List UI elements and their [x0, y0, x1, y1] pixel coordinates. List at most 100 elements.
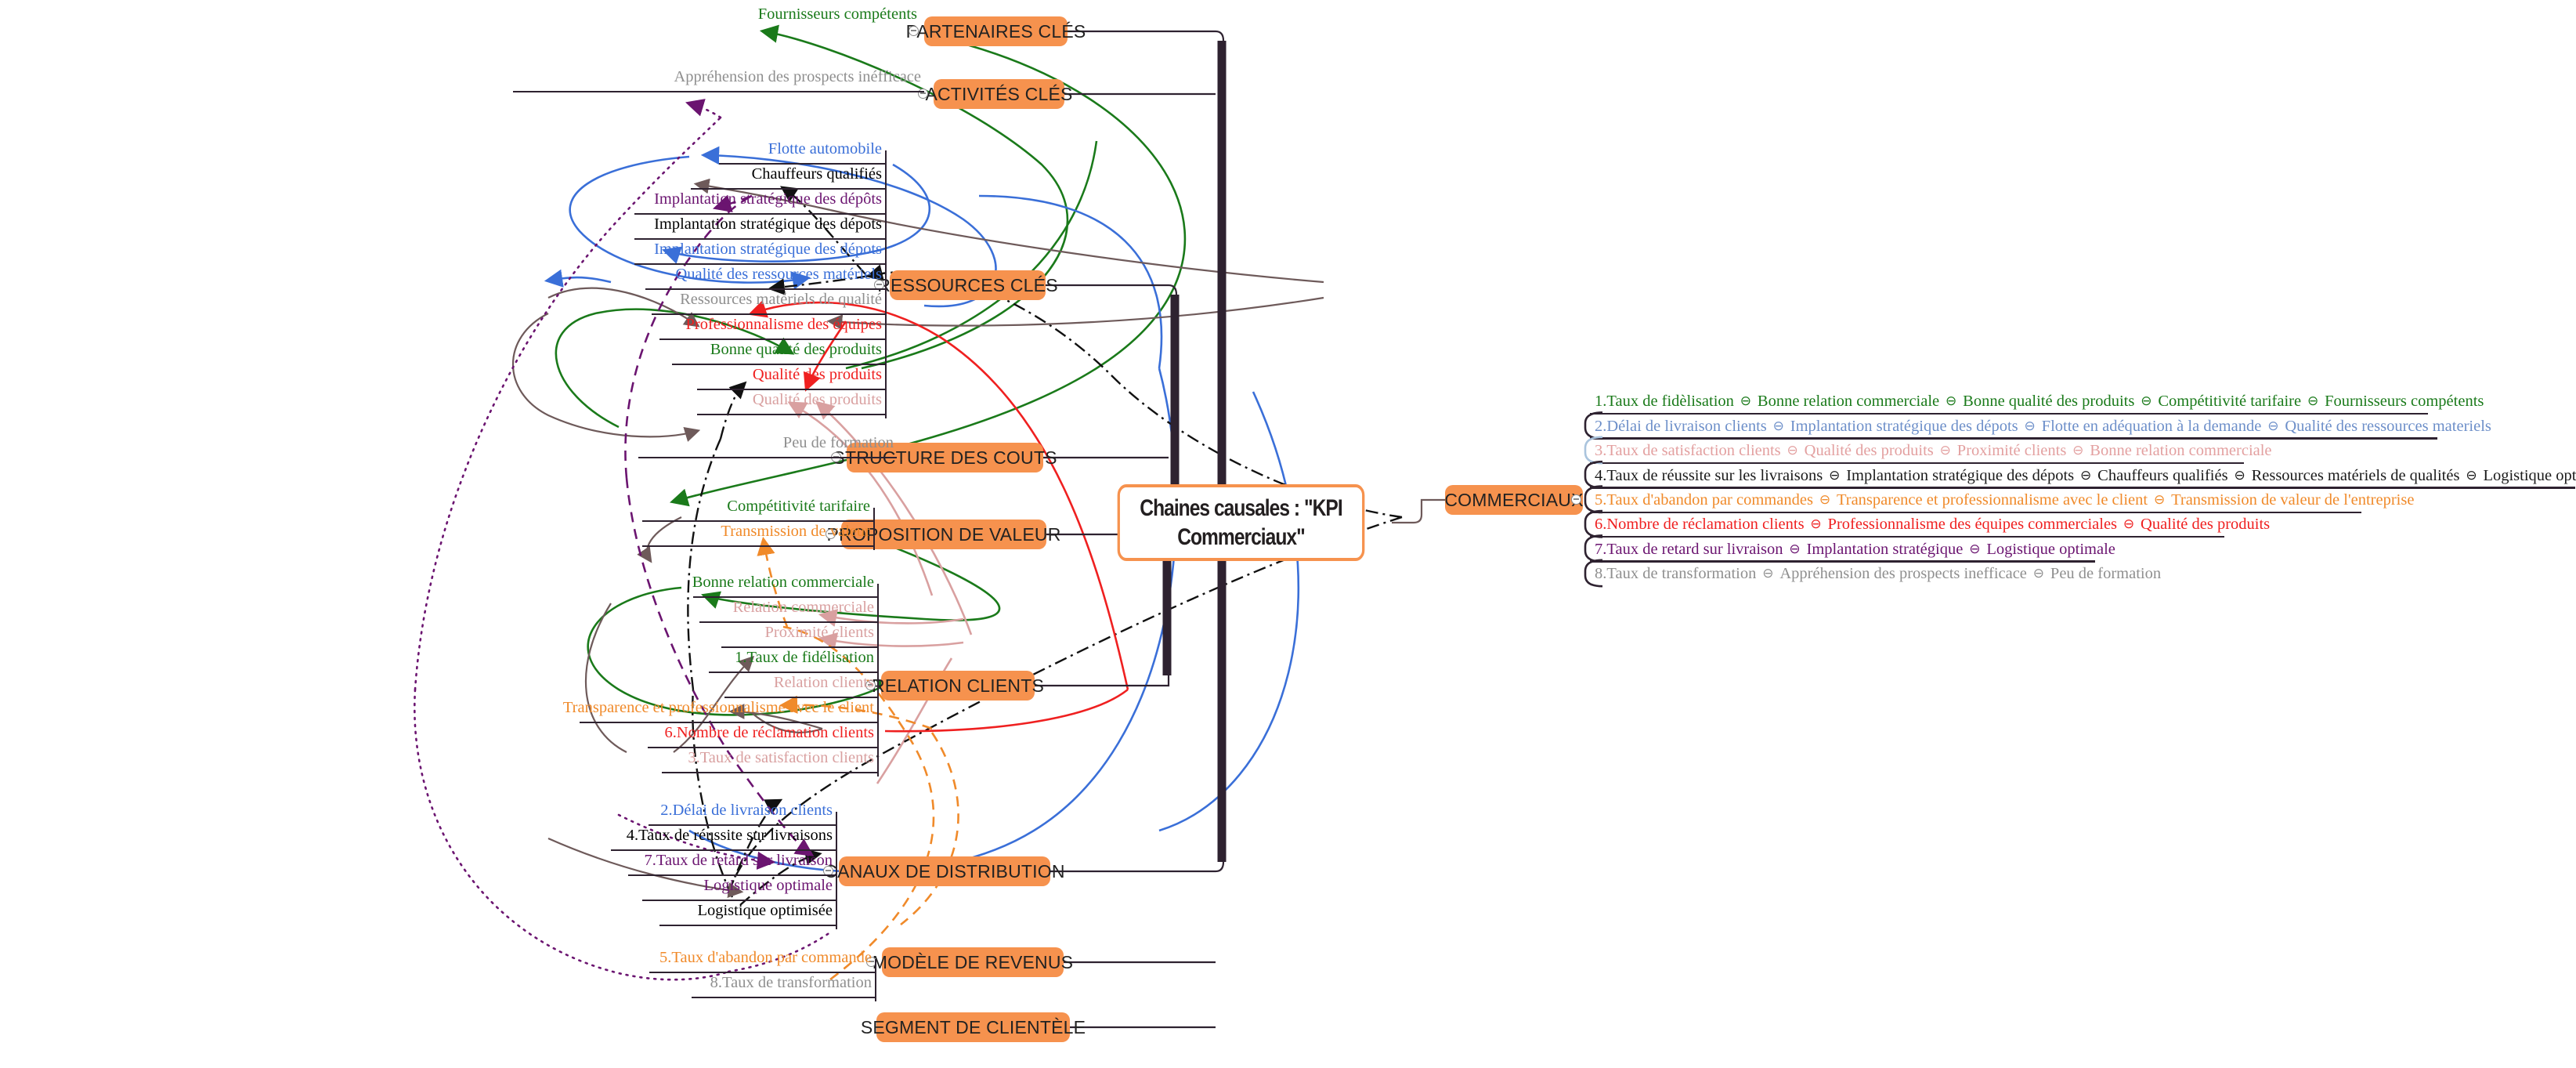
chain-node-label: Bonne qualité des produits	[1963, 393, 2135, 411]
factor-underline	[642, 899, 836, 901]
factor-item[interactable]: 7.Taux de retard sur livraison	[619, 851, 836, 876]
pill-ressources-cles[interactable]: RESSOURCES CLÉS	[877, 270, 1058, 300]
factor-item[interactable]: Ressources matériels de qualité	[650, 290, 885, 315]
factor-item[interactable]: Logistique optimale	[619, 876, 836, 901]
factor-item[interactable]: Relation clients	[662, 673, 877, 698]
collapse-toggle-partenaires-cles[interactable]	[909, 26, 919, 36]
factor-item[interactable]: Transparence et professionnalisme avec l…	[563, 698, 877, 723]
collapse-toggle-commerciaux[interactable]	[1571, 494, 1581, 505]
factor-item[interactable]: Flotte automobile	[650, 139, 885, 165]
kpi-chain-label: 4.Taux de réussite sur les livraisons⊖Im…	[1595, 467, 2576, 485]
factor-item[interactable]: Logistique optimisée	[619, 901, 836, 926]
kpi-chain-underline	[1590, 487, 2575, 489]
pill-proposition-de-valeur[interactable]: PROPOSITION DE VALEUR	[827, 520, 1060, 549]
factor-item[interactable]: Bonne relation commerciale	[662, 573, 877, 598]
factor-item[interactable]: Qualité des ressources matériels	[645, 265, 885, 290]
pill-activites-cles[interactable]: ACTIVITÉS CLÉS	[925, 79, 1072, 109]
factor-item[interactable]: Implantation stratégique des dépots	[634, 240, 885, 265]
factor-item[interactable]: 8.Taux de transformation	[662, 973, 875, 998]
chain-link-icon: ⊖	[2267, 418, 2279, 433]
pill-modele-de-revenus[interactable]: MODÈLE DE REVENUS	[873, 947, 1073, 977]
factor-underline	[692, 996, 875, 998]
factor-item[interactable]: Implantation stratégique des dépots	[634, 215, 885, 240]
chain-node-label: Qualité des produits	[1804, 442, 1934, 460]
chain-node-label: 7.Taux de retard sur livraison	[1595, 540, 1783, 558]
factor-item[interactable]: 4.Taux de réussite sur livraisons	[611, 826, 836, 851]
factor-underline	[693, 596, 877, 598]
factor-item[interactable]: Professionnalisme des équipes	[650, 315, 885, 340]
chain-node-label: 3.Taux de satisfaction clients	[1595, 442, 1781, 460]
factor-label: Peu de formation	[782, 434, 894, 451]
chain-node-label: Peu de formation	[2050, 565, 2162, 583]
factor-item[interactable]: Bonne qualité des produits	[650, 340, 885, 365]
chain-node-label: Transparence et professionnalisme avec l…	[1836, 491, 2148, 509]
factor-label: Proximité clients	[764, 624, 875, 641]
group-activites-factors: Appréhension des prospects inéfficace	[513, 67, 924, 92]
factor-underline	[652, 313, 885, 315]
pill-canaux-de-distribution[interactable]: CANAUX DE DISTRIBUTION	[824, 856, 1064, 886]
kpi-chain-label: 5.Taux d'abandon par commandes⊖Transpare…	[1595, 491, 2414, 509]
factor-label: Bonne qualité des produits	[710, 341, 882, 358]
chain-link-icon: ⊖	[2153, 491, 2166, 507]
root-title-line1: Chaines causales : "KPI	[1140, 494, 1342, 521]
pill-label: COMMERCIAUX	[1444, 489, 1584, 510]
chain-node-label: Proximité clients	[1956, 442, 2067, 460]
pill-commerciaux[interactable]: COMMERCIAUX	[1444, 485, 1584, 515]
chain-link-icon: ⊖	[2080, 467, 2092, 483]
factor-item[interactable]: 5.Taux d'abandon par commande	[649, 948, 875, 973]
factor-underline	[634, 212, 885, 215]
pill-label: RELATION CLIENTS	[871, 675, 1045, 696]
chain-node-label: Bonne relation commerciale	[2090, 442, 2272, 460]
pill-label: PARTENAIRES CLÉS	[905, 20, 1086, 42]
factor-item[interactable]: Compétitivité tarifaire	[642, 497, 873, 522]
chain-node-label: Qualité des produits	[2141, 516, 2271, 534]
chain-node-label: 1.Taux de fidèlisation	[1595, 393, 1734, 411]
collapse-toggle-proposition-de-valeur[interactable]	[826, 529, 836, 539]
factor-item[interactable]: Peu de formation	[638, 433, 897, 458]
pill-structure-des-couts[interactable]: STRUCTURE DES COUTS	[833, 443, 1057, 472]
factor-item[interactable]: 2.Délai de livraison clients	[619, 801, 836, 826]
factor-label: Relation commerciale	[732, 599, 874, 616]
factor-underline	[634, 262, 885, 265]
pill-relation-clients[interactable]: RELATION CLIENTS	[872, 671, 1044, 701]
pill-partenaires-cles[interactable]: PARTENAIRES CLÉS	[906, 16, 1086, 46]
factor-underline	[697, 413, 885, 415]
factor-item[interactable]: Transmission de valeur	[642, 522, 873, 547]
group-spine	[884, 150, 887, 418]
collapse-toggle-modele-de-revenus[interactable]	[866, 957, 876, 967]
factor-label: Transmission de valeur	[721, 523, 870, 540]
factor-item[interactable]: Relation commerciale	[662, 598, 877, 623]
chain-node-label: Implantation stratégique des dépots	[1790, 417, 2018, 435]
factor-label: Implantation stratégique des dépots	[654, 241, 882, 258]
factor-item[interactable]: Qualité des produits	[650, 365, 885, 390]
factor-label: 1.Taux de fidélisation	[735, 649, 874, 666]
kpi-chain-underline	[1590, 437, 2437, 440]
factor-item[interactable]: 6.Nombre de réclamation clients	[648, 723, 877, 748]
factor-underline	[642, 520, 873, 522]
factor-item[interactable]: Chauffeurs qualifiés	[650, 165, 885, 190]
chain-link-icon: ⊖	[1969, 541, 1981, 556]
group-spine	[835, 812, 837, 929]
collapse-toggle-relation-clients[interactable]	[865, 680, 876, 690]
factor-item[interactable]: Qualité des produits	[650, 390, 885, 415]
factor-label: Transparence et professionnalisme avec l…	[562, 699, 874, 716]
kpi-chain-label: 1.Taux de fidèlisation⊖Bonne relation co…	[1595, 393, 2484, 411]
pill-segment-de-clientele[interactable]: SEGMENT DE CLIENTÈLE	[861, 1012, 1086, 1042]
factor-item[interactable]: Implantation stratégique des dépôts	[634, 190, 885, 215]
root-node[interactable]: Chaines causales : "KPI Commerciaux"	[1117, 484, 1365, 561]
factor-label: Relation clients	[773, 674, 874, 691]
factor-underline	[721, 646, 877, 648]
kpi-chain-underline	[1590, 535, 2224, 538]
factor-item[interactable]: Fournisseurs compétents	[681, 5, 920, 30]
chain-link-icon: ⊖	[2307, 393, 2319, 409]
factor-label: 2.Délai de livraison clients	[660, 802, 833, 819]
factor-item[interactable]: 1.Taux de fidélisation	[662, 648, 877, 673]
factor-item[interactable]: Proximité clients	[662, 623, 877, 648]
factor-item[interactable]: Appréhension des prospects inéfficace	[513, 67, 924, 92]
chain-link-icon: ⊖	[2141, 393, 2152, 409]
kpi-chain-underline	[1590, 413, 2428, 415]
factor-item[interactable]: 3.Taux de satisfaction clients	[662, 748, 877, 773]
